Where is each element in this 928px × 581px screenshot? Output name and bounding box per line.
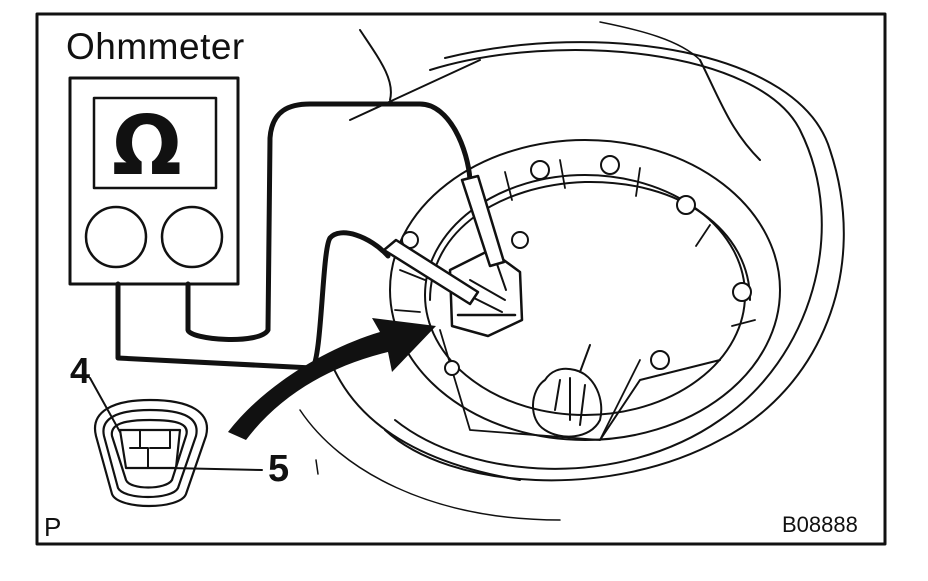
flange-bolts (401, 155, 752, 376)
ohmmeter-display (92, 96, 218, 190)
connector-detail (89, 377, 263, 508)
test-lead-1 (185, 101, 473, 342)
terminal-label-4: 4 (70, 350, 91, 391)
pointer-arrow (228, 318, 436, 440)
figure-code: B08888 (782, 512, 858, 537)
fuel-pump-sender (532, 344, 603, 438)
ohmmeter-case (68, 76, 240, 286)
meter-jack-right (160, 205, 224, 269)
pump-connector (448, 248, 524, 338)
diagram-border (35, 12, 887, 546)
terminal-label-5: 5 (268, 448, 290, 490)
corner-mark: P (44, 512, 62, 542)
flange-teeth (394, 159, 756, 327)
ohm-symbol: Ω (112, 99, 182, 194)
probe-2 (382, 238, 503, 313)
fuel-tank (299, 21, 845, 521)
meter-jack-left (84, 205, 148, 269)
meter-title: Ohmmeter (66, 26, 245, 67)
pin4-leader (89, 377, 121, 433)
pin5-leader (169, 467, 263, 471)
probe-1 (460, 174, 507, 291)
